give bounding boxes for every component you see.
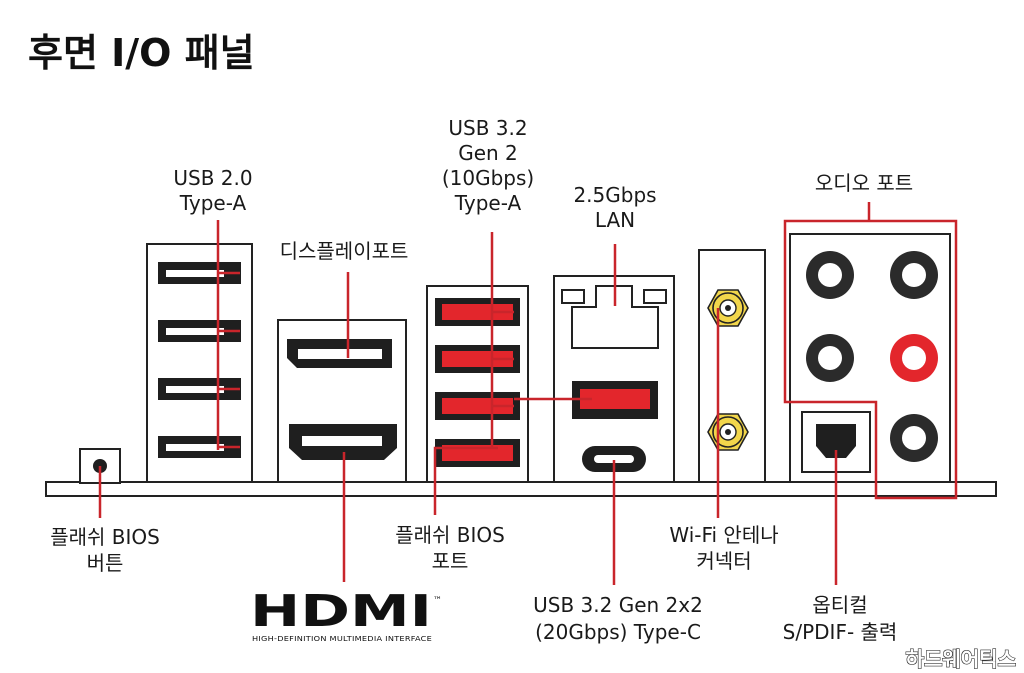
svg-text:HIGH-DEFINITION MULTIMEDIA INT: HIGH-DEFINITION MULTIMEDIA INTERFACE <box>252 635 432 643</box>
svg-text:(10Gbps): (10Gbps) <box>442 166 534 190</box>
svg-text:Wi-Fi 안테나: Wi-Fi 안테나 <box>669 523 778 547</box>
leader-lines <box>98 202 958 585</box>
svg-text:Gen 2: Gen 2 <box>458 141 518 165</box>
label-flash-port: 플래쉬 BIOS 포트 <box>395 523 505 573</box>
label-usb-c: USB 3.2 Gen 2x2 (20Gbps) Type-C <box>533 593 703 644</box>
svg-text:Type-A: Type-A <box>179 191 247 215</box>
hdmi-logo: HDMI ™ HIGH-DEFINITION MULTIMEDIA INTERF… <box>250 586 442 643</box>
svg-text:(20Gbps) Type-C: (20Gbps) Type-C <box>535 620 701 644</box>
watermark: 하드웨어틱스 <box>906 647 1016 671</box>
svg-text:USB 3.2 Gen 2x2: USB 3.2 Gen 2x2 <box>533 593 703 617</box>
svg-text:USB 3.2: USB 3.2 <box>448 116 527 140</box>
usb2-stack <box>146 243 253 483</box>
svg-text:2.5Gbps: 2.5Gbps <box>573 183 656 207</box>
svg-text:LAN: LAN <box>595 208 635 232</box>
svg-text:Type-A: Type-A <box>454 191 522 215</box>
label-usb32-gen2: USB 3.2 Gen 2 (10Gbps) Type-A <box>442 116 534 215</box>
svg-text:S/PDIF- 출력: S/PDIF- 출력 <box>783 620 898 644</box>
lan-port <box>571 285 659 349</box>
page-title: 후면 I/O 패널 <box>28 31 255 75</box>
svg-text:커넥터: 커넥터 <box>696 549 751 573</box>
svg-text:옵티컬: 옵티컬 <box>812 593 867 617</box>
audio-block <box>789 233 951 483</box>
label-audio: 오디오 포트 <box>815 171 913 195</box>
label-wifi: Wi-Fi 안테나 커넥터 <box>669 523 778 573</box>
svg-text:™: ™ <box>433 596 442 606</box>
label-lan: 2.5Gbps LAN <box>573 183 656 232</box>
svg-text:포트: 포트 <box>432 549 469 573</box>
svg-text:플래쉬 BIOS: 플래쉬 BIOS <box>50 525 160 549</box>
svg-text:플래쉬 BIOS: 플래쉬 BIOS <box>395 523 505 547</box>
usb32-gen2-stack <box>426 285 529 483</box>
svg-text:버튼: 버튼 <box>87 551 124 575</box>
wifi-antenna-block <box>698 249 766 483</box>
label-flash-button: 플래쉬 BIOS 버튼 <box>50 525 160 575</box>
label-usb20: USB 2.0 Type-A <box>173 166 252 215</box>
svg-text:USB 2.0: USB 2.0 <box>173 166 252 190</box>
svg-text:HDMI: HDMI <box>250 586 432 637</box>
label-optical: 옵티컬 S/PDIF- 출력 <box>783 593 898 644</box>
video-ports <box>277 319 407 483</box>
lan-usb-block <box>553 275 675 483</box>
label-displayport: 디스플레이포트 <box>280 239 409 263</box>
board-baseline <box>45 481 997 497</box>
